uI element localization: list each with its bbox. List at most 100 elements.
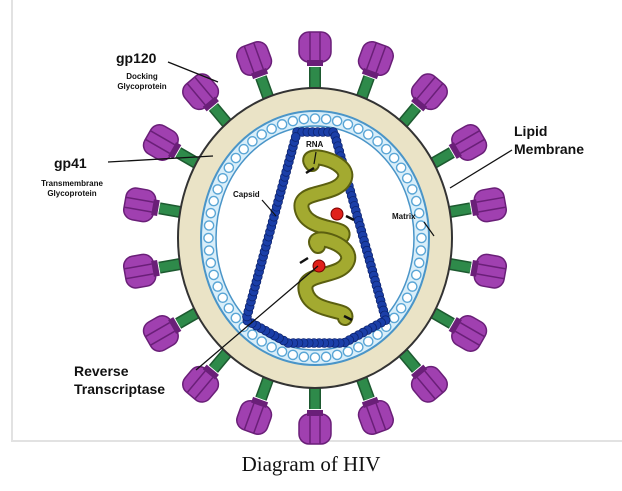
knob-body <box>122 186 157 223</box>
reverse-transcriptase-label: Reverse Transcriptase <box>74 362 165 398</box>
gp120-description: Docking Glycoprotein <box>104 72 180 92</box>
matrix-protein <box>364 130 373 139</box>
matrix-protein <box>224 304 233 313</box>
rna-label: RNA <box>306 140 323 149</box>
matrix-protein <box>343 120 352 129</box>
matrix-protein <box>288 117 297 126</box>
knob-base <box>307 60 323 66</box>
matrix-protein <box>333 350 342 359</box>
matrix-protein <box>206 209 215 218</box>
matrix-label: Matrix <box>392 212 416 221</box>
matrix-protein <box>213 185 222 194</box>
gp41-desc-line-2: Glycoprotein <box>28 189 116 199</box>
matrix-protein <box>257 337 266 346</box>
matrix-protein <box>364 337 373 346</box>
matrix-protein <box>213 282 222 291</box>
spike <box>179 348 232 407</box>
spike <box>354 39 396 104</box>
diagram-caption: Diagram of HIV <box>0 452 622 477</box>
gp120-knob <box>299 410 331 444</box>
spike <box>354 372 396 437</box>
matrix-protein <box>231 313 240 322</box>
capsid-label: Capsid <box>233 190 260 199</box>
knob-body <box>299 414 331 444</box>
spike <box>234 39 276 104</box>
matrix-protein <box>204 233 213 242</box>
rt-label-line-2: Transcriptase <box>74 380 165 398</box>
spike <box>179 70 232 129</box>
gp41-label: gp41 <box>54 155 87 171</box>
matrix-protein <box>416 246 425 255</box>
lipid-label-line-2: Membrane <box>514 140 584 158</box>
gp120-knob <box>469 252 508 289</box>
matrix-protein <box>277 120 286 129</box>
gp120-knob <box>234 394 276 437</box>
matrix-protein <box>310 114 319 123</box>
matrix-protein <box>390 313 399 322</box>
matrix-protein <box>204 221 213 230</box>
gp120-label: gp120 <box>116 50 156 66</box>
spike <box>234 372 276 437</box>
matrix-protein <box>354 343 363 352</box>
knob-body <box>122 253 157 290</box>
matrix-protein <box>224 163 233 172</box>
reverse-transcriptase-enzyme-2 <box>313 260 325 272</box>
gp41-desc-line-1: Transmembrane <box>28 179 116 189</box>
matrix-protein <box>206 258 215 267</box>
matrix-protein <box>333 117 342 126</box>
matrix-protein <box>218 293 227 302</box>
matrix-protein <box>322 352 331 361</box>
matrix-protein <box>373 137 382 146</box>
matrix-protein <box>412 270 421 279</box>
spike <box>140 310 203 355</box>
matrix-protein <box>343 347 352 356</box>
gp120-knob <box>469 186 508 223</box>
matrix-protein <box>417 233 426 242</box>
matrix-protein <box>231 153 240 162</box>
matrix-protein <box>310 353 319 362</box>
matrix-protein <box>218 174 227 183</box>
gp120-knob <box>122 252 161 289</box>
knob-body <box>299 32 331 62</box>
gp120-knob <box>354 39 396 82</box>
matrix-protein <box>277 347 286 356</box>
matrix-protein <box>239 145 248 154</box>
knob-body <box>473 253 508 290</box>
spike <box>428 310 491 355</box>
lipid-membrane-label: Lipid Membrane <box>514 122 584 158</box>
matrix-protein <box>248 137 257 146</box>
knob-body <box>473 186 508 223</box>
matrix-protein <box>354 124 363 133</box>
matrix-protein <box>322 115 331 124</box>
matrix-protein <box>382 145 391 154</box>
spike <box>122 252 187 289</box>
matrix-protein <box>288 350 297 359</box>
matrix-protein <box>267 124 276 133</box>
spike <box>299 32 331 95</box>
gp120-knob <box>299 32 331 66</box>
lipid-label-line-1: Lipid <box>514 122 584 140</box>
gp120-desc-line-2: Glycoprotein <box>104 82 180 92</box>
matrix-protein <box>408 282 417 291</box>
gp120-knob <box>354 394 396 437</box>
matrix-protein <box>397 304 406 313</box>
spike <box>428 121 491 166</box>
gp120-knob <box>234 39 276 82</box>
spike <box>122 186 187 223</box>
spike <box>299 381 331 444</box>
matrix-protein <box>408 185 417 194</box>
spike <box>399 70 452 129</box>
knob-base <box>307 410 323 416</box>
capsid-protein <box>291 133 300 142</box>
spike <box>399 348 452 407</box>
matrix-protein <box>267 343 276 352</box>
matrix-protein <box>257 130 266 139</box>
matrix-protein <box>299 352 308 361</box>
matrix-protein <box>248 330 257 339</box>
matrix-protein <box>204 246 213 255</box>
matrix-protein <box>299 115 308 124</box>
gp41-description: Transmembrane Glycoprotein <box>28 179 116 199</box>
matrix-protein <box>415 258 424 267</box>
